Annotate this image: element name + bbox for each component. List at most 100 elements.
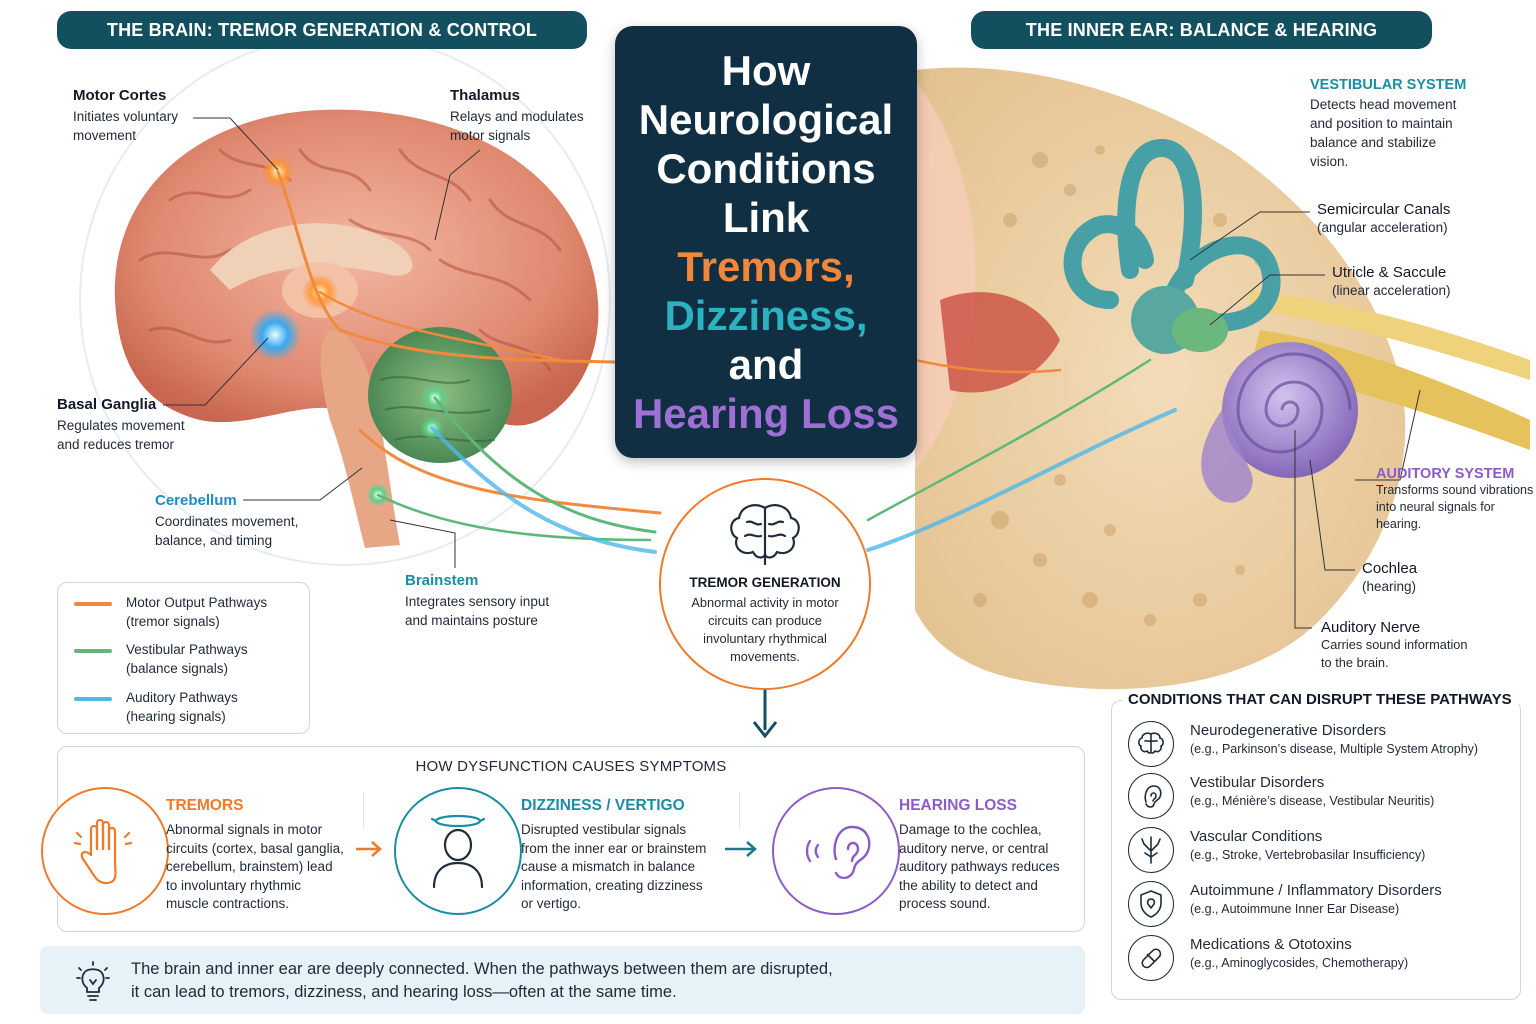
ear-bone [915,67,1530,690]
neural-pathways [276,170,1177,554]
title-dizziness: Dizziness, [664,292,868,339]
brain-illustration [79,34,611,566]
tremors-desc-2: circuits (cortex, basal ganglia, [166,840,344,856]
label-cerebellum: Cerebellum Coordinates movement, balance… [155,492,298,550]
divider-2 [739,792,740,828]
label-basal-ganglia: Basal Ganglia Regulates movement and red… [57,396,185,454]
medications-sub: (e.g., Aminoglycosides, Chemotherapy) [1190,956,1409,970]
condition-medications: Medications & Ototoxins (e.g., Aminoglyc… [1128,935,1408,981]
vestibular-desc-2: and position to maintain [1310,116,1453,131]
cochlea-desc: (hearing) [1362,579,1417,594]
medications-title: Medications & Ototoxins [1190,936,1352,953]
motor-cortex-desc-1: Initiates voluntary [73,109,179,124]
conditions-panel: Neurodegenerative Disorders (e.g., Parki… [1111,700,1521,1000]
conditions-heading: CONDITIONS THAT CAN DISRUPT THESE PATHWA… [1122,691,1518,708]
pathway-legend: Motor Output Pathways (tremor signals) V… [57,582,310,734]
dizzy-head-icon [430,814,486,889]
leader-lines [163,117,1421,629]
vestibular-desc-4: vision. [1310,154,1349,169]
lightbulb-icon [76,961,110,1001]
vascular-sub: (e.g., Stroke, Vertebrobasilar Insuffici… [1190,848,1426,862]
semicircular-title: Semicircular Canals [1317,201,1451,218]
thalamus-desc-1: Relays and modulates [450,109,584,124]
label-utricle-saccule: Utricle & Saccule (linear acceleration) [1332,264,1451,300]
bottom-note-line-1: The brain and inner ear are deeply conne… [131,960,833,978]
label-auditory-system: AUDITORY SYSTEM Transforms sound vibrati… [1376,466,1533,533]
tremors-desc-5: muscle contractions. [166,896,290,912]
title-line-1: How [721,47,811,94]
title-tremors: Tremors, [677,243,855,290]
title-line-4: Link [722,194,810,241]
cerebellum-desc-2: balance, and timing [155,533,273,548]
vestibular-title: VESTIBULAR SYSTEM [1310,77,1467,93]
ear-icon [1128,773,1174,819]
bottom-note: The brain and inner ear are deeply conne… [40,946,1085,1014]
down-arrow [752,690,778,739]
label-vestibular-system: VESTIBULAR SYSTEM Detects head movement … [1310,77,1466,171]
brain-icon [730,504,800,566]
basal-ganglia-desc-2: and reduces tremor [57,437,175,452]
condition-neurodegenerative: Neurodegenerative Disorders (e.g., Parki… [1128,721,1478,767]
autoimmune-title: Autoimmune / Inflammatory Disorders [1190,882,1442,899]
hearing-desc-5: process sound. [899,896,991,912]
dysfunction-panel: HOW DYSFUNCTION CAUSES SYMPTOMS TREMORS … [41,746,1085,932]
tremors-desc-3: cerebellum, brainstem) lead [166,859,333,875]
ear-header: THE INNER EAR: BALANCE & HEARING [971,11,1432,49]
arrow-right-icon-2 [725,841,757,857]
label-brainstem: Brainstem Integrates sensory input and m… [405,572,549,630]
autoimmune-sub: (e.g., Autoimmune Inner Ear Disease) [1190,902,1400,916]
auditory-desc-3: hearing. [1376,517,1422,531]
dizziness-desc-2: from the inner ear or brainstem [521,840,707,856]
brain-icon [1128,721,1174,767]
dizziness-desc: Disrupted vestibular signals from the in… [521,821,721,914]
legend-motor-swatch [74,602,112,606]
tremors-desc: Abnormal signals in motor circuits (cort… [166,821,356,914]
tremor-generation-line-4: movements. [730,649,800,664]
hand-icon [73,818,133,885]
vessel-icon [1128,827,1174,873]
tremors-title: TREMORS [166,797,244,814]
vestibular-disorders-title: Vestibular Disorders [1190,774,1325,791]
hearing-desc-4: the ability to detect and [899,877,1038,893]
tremors-icon-circle [41,787,169,915]
brain-header: THE BRAIN: TREMOR GENERATION & CONTROL [57,11,587,49]
cochlea-title: Cochlea [1362,560,1418,577]
title-and: and [728,341,804,388]
arrow-right-icon [356,841,382,857]
basal-ganglia-title: Basal Ganglia [57,396,157,413]
thalamus-desc-2: motor signals [450,128,531,143]
auditory-desc-1: Transforms sound vibrations [1376,483,1534,497]
auditory-nerve-desc-2: to the brain. [1321,655,1389,670]
motor-cortex-desc-2: movement [73,128,137,143]
hearing-desc-2: auditory nerve, or central [899,840,1049,856]
utricle-desc: (linear acceleration) [1332,283,1451,298]
legend-motor-label-2: (tremor signals) [126,614,220,629]
vestibular-disorders-sub: (e.g., Ménière’s disease, Vestibular Neu… [1190,794,1435,808]
legend-auditory-label-1: Auditory Pathways [126,690,238,705]
label-motor-cortex: Motor Cortes Initiates voluntary movemen… [73,87,178,145]
legend-vestibular-swatch [74,649,112,653]
condition-vascular: Vascular Conditions (e.g., Stroke, Verte… [1128,827,1425,873]
dizziness-icon-circle [394,787,522,915]
legend-motor-label-1: Motor Output Pathways [126,595,268,610]
vestibular-desc-1: Detects head movement [1310,97,1457,112]
label-thalamus: Thalamus Relays and modulates motor sign… [450,87,584,145]
tremors-desc-1: Abnormal signals in motor [166,822,323,837]
neurodegenerative-sub: (e.g., Parkinson’s disease, Multiple Sys… [1190,742,1479,756]
tremors-desc-4: to involuntary rhythmic [166,877,302,893]
condition-vestibular: Vestibular Disorders (e.g., Ménière’s di… [1128,773,1434,819]
legend-vestibular: Vestibular Pathways (balance signals) [74,640,248,678]
cerebellum-title: Cerebellum [155,492,237,509]
hearing-title: HEARING LOSS [899,797,1017,814]
dizziness-title: DIZZINESS / VERTIGO [521,797,685,814]
legend-vestibular-label-1: Vestibular Pathways [126,642,248,657]
tremor-generation-circle: TREMOR GENERATION Abnormal activity in m… [659,478,871,690]
dysfunction-heading: HOW DYSFUNCTION CAUSES SYMPTOMS [415,758,727,775]
brainstem-title: Brainstem [405,572,479,589]
thalamus-title: Thalamus [450,87,521,104]
divider-1 [363,792,364,828]
title-box: How Neurological Conditions Link Tremors… [615,26,917,458]
basal-ganglia-desc-1: Regulates movement [57,418,185,433]
legend-motor: Motor Output Pathways (tremor signals) [74,593,267,631]
